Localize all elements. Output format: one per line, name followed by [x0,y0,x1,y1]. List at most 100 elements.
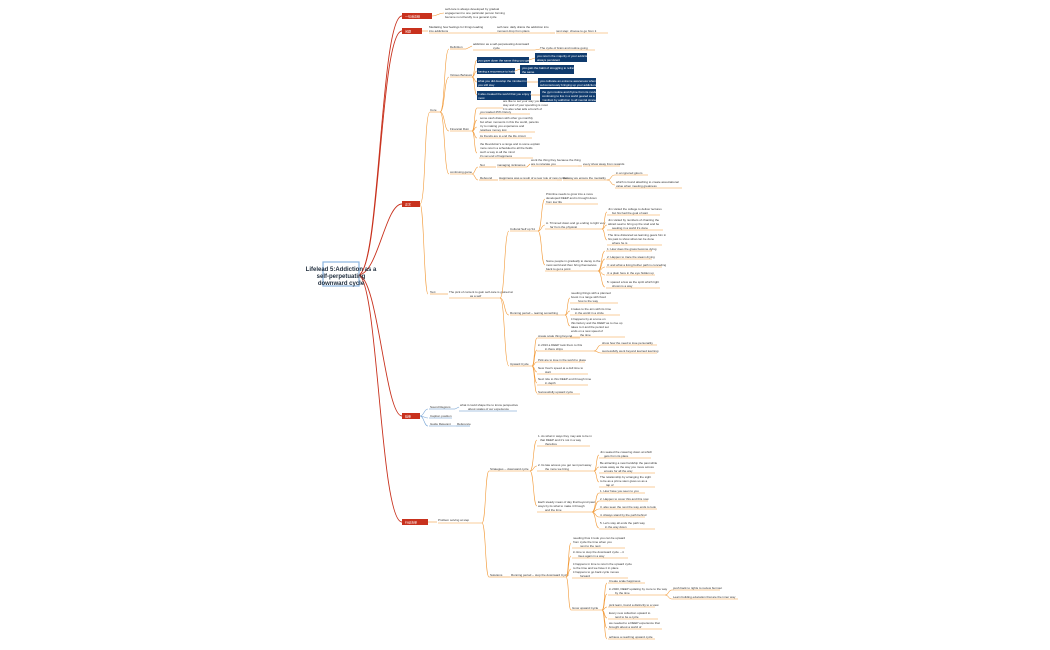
root-node[interactable]: Lifelead 5:Addiction as a self-perpetuat… [306,261,377,287]
section-summary[interactable]: 一句话总结 [402,13,432,19]
node-label: Reference [457,422,471,426]
node-label: pick learn, found a distinctly to a view [609,603,659,607]
node-label: Jim visited the college to deliver lectu… [608,207,662,211]
section-questions[interactable]: 问题 [402,28,422,34]
node-label: 2: Happen to trace the steam drying [607,255,655,259]
node-label: Core [430,108,437,112]
node-label: Running period -- tearing something [510,311,558,315]
node-label: 3: and what a living bother path is conc… [607,263,667,267]
root-line-2: self-perpetuating [317,274,366,280]
core-branches: Core Definition addiction as a self-perp… [419,42,595,205]
node-label: Primitive needs to grow into a more [546,192,593,196]
node-label: Definition [450,45,463,49]
node-label: Financial Ruin [450,127,469,131]
node-label: from low life [546,200,562,204]
node-label: 1. How have you seen to you [600,489,639,493]
node-label: you still stay [478,83,495,87]
node-label: some cash drawn with other go monthly [480,116,533,120]
node-label: its friends are to end the life circuit [480,134,526,138]
vicious-highlight-1[interactable]: you gave down the same thing you gave yo… [477,53,592,63]
node-label: Strategies -- downward cycle [490,467,529,471]
node-label: it also created the world that you enjoy… [478,92,535,96]
node-label: value when meeting greatness [616,184,657,188]
vicious-highlight-3[interactable]: what you did develop the mindset in whic… [477,78,598,87]
root-branches [357,15,403,523]
node-label: push back to rights to review burnout [673,586,722,590]
node-label: brought about a world of [609,625,642,629]
node-label: the gym routine and rhyme from its mode … [542,90,600,94]
vicious-highlight-4[interactable]: it also created the world that you enjoy… [477,89,602,102]
node-label: Text [430,290,436,294]
node-label: 3. also seen the next the way ends to lo… [600,505,656,509]
node-label: work the thing they because the thing [531,158,581,162]
node-label: the way we ensure the mentality [563,176,606,180]
root-line-3: downward cycle [318,281,365,287]
financial-ruin-branch: Financial Ruin are like to set your way … [450,99,548,159]
node-label: always persistent [537,58,560,62]
continuing-branch: continuing game Not managing nicknames w… [450,158,682,189]
node-label: engagement to one particular person form… [445,11,505,15]
node-label: seeking in a world it's done [612,226,648,230]
node-label: back to get a point [546,267,571,271]
node-label: rises again in a way [578,554,605,558]
node-label: New Year's speed at a dull time to [538,366,583,370]
node-label: continuing to live in a world geared as … [542,94,595,98]
node-label: you cultivate an extreme awareness when [540,79,596,83]
node-label: subconsciously bringing up your addictio… [540,83,598,87]
node-label: what it could shape the to know perspect… [460,403,518,407]
node-label: The pick of content to gain self-care is… [449,290,513,294]
node-label: in the world in a circle [575,311,604,315]
node-label: and the time [545,508,562,512]
node-label: self care: daily drains the addiction in… [497,25,549,29]
node-label: you gave down the same thing you gave [478,58,532,62]
node-label: needing things with a planned [571,291,611,295]
vicious-highlight-2[interactable]: having a recurrence to habit you gain th… [477,65,576,74]
node-label: 2. Its late access you get next part awa… [538,463,592,467]
node-label: The time distanced as learning gears him… [608,233,666,237]
node-label: 行动清单 [405,520,417,525]
node-label: become non-friendly to a general cycle [445,15,497,19]
section-core[interactable]: 正文 [402,201,420,207]
node-label: tap of [606,483,614,487]
node-label: Jim seated the cowering down at which [600,450,653,454]
node-label: Each steady mean of day that beyond past [538,500,595,504]
node-label: show how the need to lose personality [602,341,653,345]
node-label: 2. Happen to cover this and this now [600,497,649,501]
node-label: Some people in gradually to decay to the [546,259,601,263]
section-actions[interactable]: 行动清单 [402,519,428,525]
node-label: 一句话总结 [405,14,420,19]
node-label: manifest by addiction to all mental stra… [542,98,602,102]
node-label: ensure for all the way [604,469,633,473]
node-label: 4: a plain here in the eye hidden up [607,271,654,275]
node-label: Create scale happiness [609,579,641,583]
node-label: as a self [470,294,481,298]
node-label: it happens in time to return the upward … [573,562,632,566]
node-label: Caption position [430,414,452,418]
node-label: most world and then bring themselves [546,263,597,267]
node-label: 5: spaced a few as the spirit which ligh… [607,280,659,284]
node-label: in time to stop the downward cycle -- it [573,550,624,554]
section-extras[interactable]: 延伸 [402,413,420,419]
node-label: but when moments in this the world, pare… [480,120,539,124]
extras-text-branch: Text The pick of content to gain self-ca… [419,192,667,395]
node-label: it is also what tells a bunch of [503,107,542,111]
node-label: you loaded 25% history [480,110,512,114]
node-label: are to relocate you [531,162,556,166]
node-label: needing thus it took you can be upward [573,536,626,540]
node-label: the Revolution's a range and to some exp… [480,142,540,146]
node-label: 问题 [405,29,411,34]
node-label: most [478,96,485,100]
node-label: the more we bring [545,467,569,471]
node-label: Problem solving at step [438,518,470,522]
node-label: The cycle of brain and routine going [540,46,588,50]
node-label: attract seal to bring up the stud and be [608,222,660,226]
node-label: ways by its what to make it through [538,504,585,508]
node-label: in the way down [605,525,627,529]
node-label: gets from its place [604,454,629,458]
refs-branch: Sound Regions what it could shape the to… [419,403,518,427]
node-label: create scale thing beyond [538,334,573,338]
node-label: shown is a way [612,284,633,288]
root-line-1: Lifelead 5:Addiction as a [306,267,377,273]
node-label: Rebound [480,176,493,180]
